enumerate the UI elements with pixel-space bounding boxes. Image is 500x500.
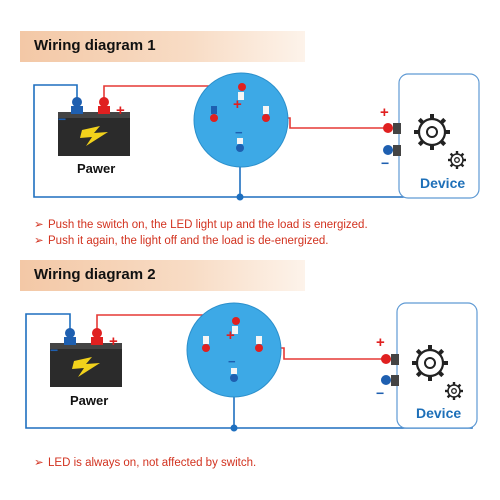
- battery-minus-sign: −: [50, 342, 58, 358]
- junction-dot: [236, 193, 244, 201]
- power-label: Pawer: [70, 393, 109, 408]
- diagram-1-schematic: − + + − + −: [33, 72, 480, 201]
- large-gear-icon: [412, 345, 448, 381]
- device-label: Device: [416, 405, 462, 421]
- switch-plus-sign: +: [233, 96, 242, 113]
- small-gear-icon: [448, 151, 466, 169]
- device-label: Device: [420, 175, 466, 191]
- switch-minus-sign: −: [235, 125, 243, 140]
- battery-positive-terminal: [98, 97, 110, 114]
- switch-plus-sign: +: [226, 327, 235, 344]
- large-gear-icon: [414, 114, 450, 150]
- device-minus-sign: −: [381, 155, 389, 171]
- device-plus-sign: +: [376, 334, 385, 351]
- battery-positive-terminal: [91, 328, 103, 345]
- small-gear-icon: [445, 382, 463, 400]
- device-positive-terminal: [381, 354, 391, 364]
- push-switch: [186, 302, 282, 398]
- junction-dot: [230, 424, 238, 432]
- switch-terminal: [262, 114, 270, 122]
- bullet-arrow-icon: ➢: [34, 219, 44, 231]
- device-minus-sign: −: [376, 385, 384, 401]
- diagram-2-note-1: ➢LED is always on, not affected by switc…: [34, 457, 257, 469]
- switch-terminal: [232, 317, 240, 325]
- diagram-1-title: Wiring diagram 1: [34, 37, 156, 54]
- diagram-1-header: Wiring diagram 1: [20, 31, 305, 62]
- device-negative-terminal: [383, 145, 393, 155]
- bullet-arrow-icon: ➢: [34, 235, 44, 247]
- switch-terminal: [202, 344, 210, 352]
- device: [393, 73, 480, 199]
- switch-terminal: [238, 83, 246, 91]
- battery: [50, 343, 122, 387]
- wiring-diagram-2: Wiring diagram 2 − +: [0, 258, 500, 500]
- bullet-arrow-icon: ➢: [34, 457, 44, 469]
- switch-terminal: [230, 374, 238, 382]
- battery: [58, 112, 130, 156]
- push-switch: [193, 72, 289, 168]
- diagram-2-schematic: − + + − + −: [25, 302, 478, 432]
- battery-minus-sign: −: [58, 111, 66, 127]
- diagram-2-title: Wiring diagram 2: [34, 266, 156, 283]
- switch-terminal: [210, 114, 218, 122]
- diagram-1-note-1: ➢Push the switch on, the LED light up an…: [34, 219, 368, 231]
- wiring-diagram-1: Wiring diagram 1 − +: [20, 31, 480, 247]
- switch-terminal: [255, 344, 263, 352]
- battery-negative-terminal: [71, 97, 83, 114]
- switch-minus-sign: −: [228, 354, 236, 369]
- diagram-1-note-2: ➢Push it again, the light off and the lo…: [34, 235, 329, 247]
- device-plus-sign: +: [380, 104, 389, 121]
- device-negative-terminal: [381, 375, 391, 385]
- power-label: Pawer: [77, 161, 116, 176]
- diagram-2-header: Wiring diagram 2: [20, 260, 305, 291]
- switch-terminal: [236, 144, 244, 152]
- battery-plus-sign: +: [116, 102, 125, 119]
- battery-negative-terminal: [64, 328, 76, 345]
- battery-plus-sign: +: [109, 333, 118, 350]
- device-positive-terminal: [383, 123, 393, 133]
